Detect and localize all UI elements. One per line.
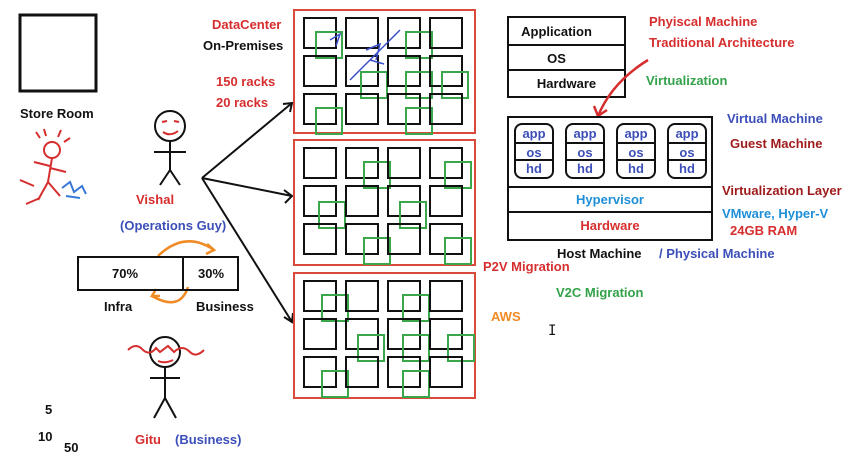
rack-overlay <box>315 31 343 59</box>
vm-app-label: app <box>522 126 546 141</box>
datacenter-panel-1 <box>293 9 476 134</box>
business-percent: 30% <box>198 266 225 281</box>
rack-overlay <box>402 294 430 322</box>
rack-box <box>345 93 379 125</box>
rack-box <box>303 318 337 350</box>
blue-scribble <box>61 180 87 199</box>
infra-percent: 70% <box>112 266 139 281</box>
gitu-name: Gitu <box>135 432 161 447</box>
v2c-migration-label: V2C Migration <box>556 285 644 300</box>
vm-os-label: os <box>577 145 593 160</box>
vm-os-label: os <box>526 145 542 160</box>
physical-machine-note: Phyiscal Machine <box>649 14 758 29</box>
rack-arrows <box>201 101 294 324</box>
infra-business-box <box>77 256 239 291</box>
rack-box <box>387 223 421 255</box>
business-label: Business <box>196 299 254 314</box>
number-10: 10 <box>38 429 53 444</box>
virtualization-note: Virtualization <box>646 73 728 88</box>
rack-box <box>303 147 337 179</box>
rack-box <box>345 280 379 312</box>
host-physical-machine-label: / Physical Machine <box>659 246 775 261</box>
rack-box <box>429 356 463 388</box>
rack-overlay <box>321 370 349 398</box>
virtualization-layer-note: Virtualization Layer <box>722 183 842 198</box>
business-role-label: (Business) <box>175 432 242 447</box>
racks-150-label: 150 racks <box>216 74 276 89</box>
host-machine-box <box>507 116 713 241</box>
rack-grids <box>303 17 475 398</box>
rack-overlay <box>441 71 469 99</box>
scribble-figure <box>19 128 71 205</box>
traditional-architecture-note: Traditional Architecture <box>649 35 795 50</box>
blue-scribble-rack <box>329 29 401 81</box>
store-room-box <box>18 13 98 93</box>
vm-boxes <box>514 123 707 179</box>
rack-box <box>345 185 379 217</box>
racks-20-label: 20 racks <box>216 95 269 110</box>
vm-app-label: app <box>624 126 648 141</box>
vm-app-label: app <box>675 126 699 141</box>
rack-overlay <box>315 107 343 135</box>
rack-overlay <box>402 370 430 398</box>
store-room-label: Store Room <box>20 106 94 121</box>
vishal-name: Vishal <box>136 192 175 207</box>
rack-box <box>429 17 463 49</box>
rack-overlay <box>357 334 385 362</box>
rack-box <box>429 185 463 217</box>
rack-box <box>303 223 337 255</box>
on-premises-label: On-Premises <box>203 38 284 53</box>
host-hardware-label: Hardware <box>580 218 640 233</box>
rack-overlay <box>399 201 427 229</box>
vm-box <box>514 123 554 179</box>
guest-machine-note: Guest Machine <box>730 136 823 151</box>
hypervisor-label: Hypervisor <box>576 192 644 207</box>
host-machine-label: Host Machine <box>557 246 642 261</box>
vmware-note: VMware, Hyper-V <box>722 206 829 221</box>
vm-box <box>565 123 605 179</box>
virtual-machine-note: Virtual Machine <box>727 111 823 126</box>
rack-box <box>345 356 379 388</box>
rack-box <box>303 55 337 87</box>
traditional-stack-box <box>507 16 626 98</box>
rack-box <box>429 280 463 312</box>
vm-hd-label: hd <box>628 161 644 176</box>
number-5: 5 <box>45 402 53 417</box>
rack-overlay <box>444 237 472 265</box>
vm-hd-label: hd <box>679 161 695 176</box>
datacenter-label: DataCenter <box>212 17 282 32</box>
vishal-figure <box>154 110 186 186</box>
stack-hardware: Hardware <box>536 76 597 91</box>
vishal-face <box>161 120 180 136</box>
vm-box <box>667 123 707 179</box>
rack-box <box>345 17 379 49</box>
rack-overlay <box>405 107 433 135</box>
rack-overlay <box>444 161 472 189</box>
ram-note: 24GB RAM <box>730 223 798 238</box>
stack-application: Application <box>521 24 592 39</box>
operations-guy-label: (Operations Guy) <box>120 218 227 233</box>
rack-box <box>387 147 421 179</box>
rack-box <box>429 93 463 125</box>
vm-hd-label: hd <box>526 161 542 176</box>
vm-hd-label: hd <box>577 161 593 176</box>
vm-box <box>616 123 656 179</box>
vm-os-label: os <box>679 145 695 160</box>
infra-label: Infra <box>104 299 133 314</box>
stack-os: OS <box>547 51 566 66</box>
aws-label: AWS <box>491 309 521 324</box>
vm-app-label: app <box>573 126 597 141</box>
p2v-migration-label: P2V Migration <box>483 259 570 274</box>
gitu-face <box>127 344 205 364</box>
vm-os-label: os <box>628 145 644 160</box>
number-50: 50 <box>64 440 79 455</box>
text-cursor-icon: I <box>548 323 557 339</box>
rack-overlay <box>363 237 391 265</box>
